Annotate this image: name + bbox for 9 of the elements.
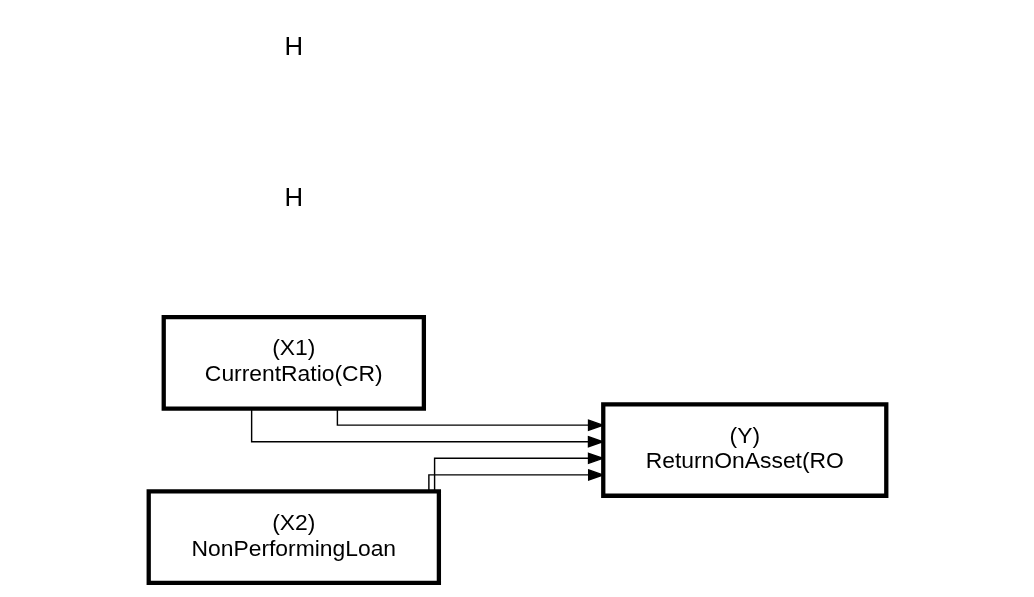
node-box: (X1) CurrentRatio(CR) [161,314,426,411]
arrow [427,468,605,492]
arrow [250,408,605,448]
arrow [433,452,605,493]
node-box: (X2) NonPerformingLoan [146,489,441,586]
arrow [336,408,605,432]
label: H [284,183,303,212]
label: H [284,31,303,60]
node-box: (Y) ReturnOnAsset(RO [600,402,888,498]
